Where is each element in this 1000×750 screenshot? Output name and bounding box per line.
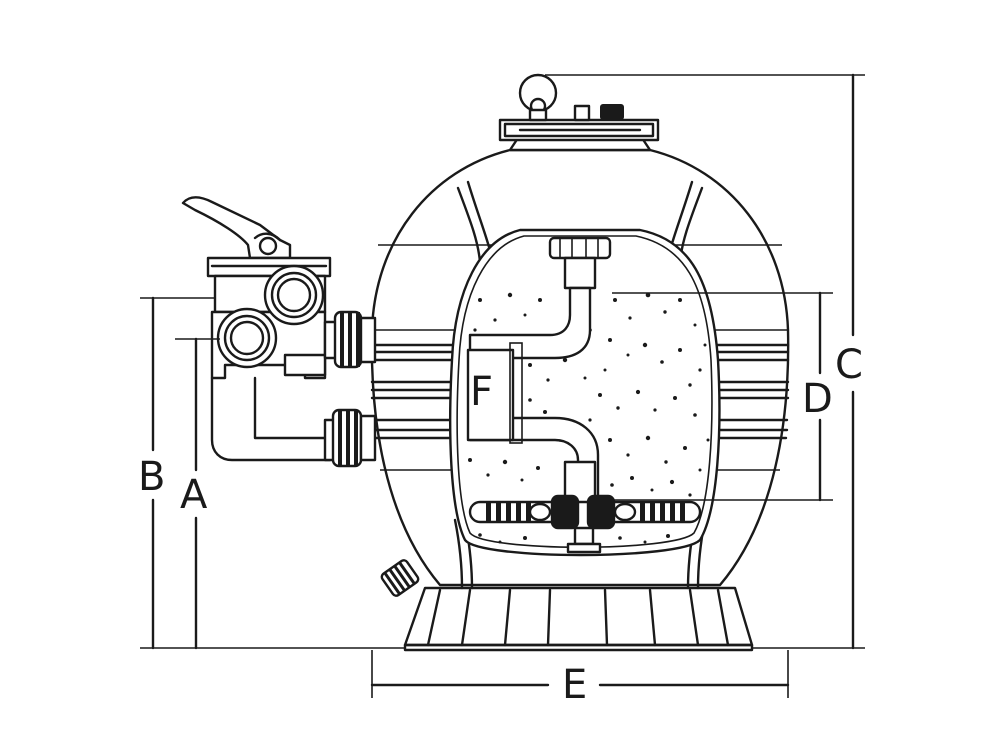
- drain-plug: [380, 559, 420, 597]
- dimension-label-a: A: [180, 472, 208, 518]
- laterals: [468, 494, 702, 554]
- dimension-label-d: D: [802, 376, 833, 422]
- dimension-lines: [140, 73, 865, 698]
- cutaway-window: [449, 228, 721, 557]
- multiport-valve: [181, 196, 377, 468]
- dimension-label-e: E: [562, 662, 587, 708]
- top-lid: [498, 73, 660, 152]
- dimension-label-b: B: [138, 454, 165, 500]
- dimension-label-f: F: [470, 369, 493, 415]
- filter-base: [403, 586, 754, 652]
- dimension-label-c: C: [835, 342, 863, 388]
